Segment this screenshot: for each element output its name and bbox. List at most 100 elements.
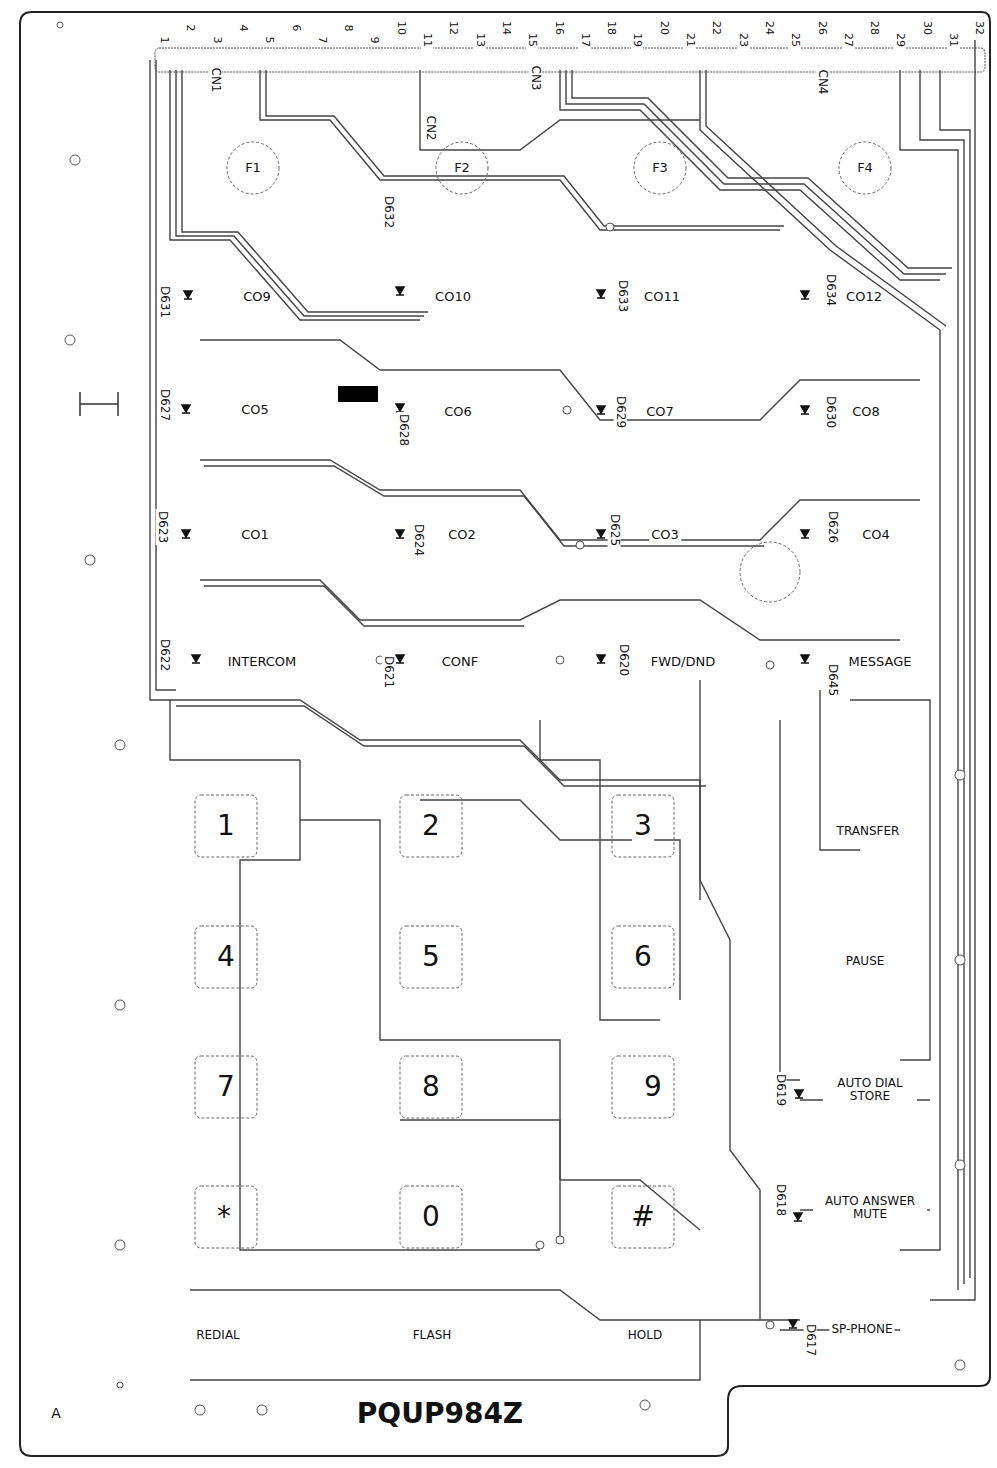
pcb-label: 2 [420, 811, 442, 842]
connector-pads [155, 48, 985, 72]
pcb-label: D633 [615, 278, 628, 314]
pin-number: 13 [474, 31, 486, 49]
pcb-label: AUTO DIAL STORE [823, 1077, 917, 1103]
pcb-label: 0 [420, 1202, 442, 1233]
pcb-label: CO6 [442, 405, 474, 419]
pcb-label: CO10 [433, 290, 473, 304]
pcb-label: INTERCOM [226, 655, 299, 669]
pcb-label: CONF [440, 655, 481, 669]
pin-number: 25 [789, 31, 801, 49]
pcb-label: PQUP984Z [355, 1399, 525, 1430]
pcb-label: 7 [215, 1072, 237, 1103]
pin-number: 8 [342, 23, 354, 34]
pin-number: 16 [552, 19, 564, 37]
pcb-label: CO9 [241, 290, 273, 304]
pcb-label: 4 [215, 942, 237, 973]
pcb-label: CN1 [208, 66, 221, 95]
pcb-label: D622 [157, 637, 170, 673]
pcb-label: D625 [607, 512, 620, 548]
pcb-label: CO11 [642, 290, 682, 304]
pcb-label: F2 [452, 161, 472, 175]
pcb-label: D621 [381, 654, 394, 690]
pcb-label: D619 [773, 1072, 786, 1108]
pcb-label: D626 [825, 509, 838, 545]
pcb-label: 8 [420, 1072, 442, 1103]
pcb-label: D631 [157, 284, 170, 320]
pcb-label: # [629, 1202, 656, 1233]
pin-number: 29 [894, 31, 906, 49]
pcb-label: FWD/DND [649, 655, 717, 669]
pcb-label: AUTO ANSWER MUTE [813, 1195, 927, 1221]
pcb-label: CN3 [528, 64, 541, 93]
pcb-label: D645 [825, 662, 838, 698]
pcb-label: D632 [381, 194, 394, 230]
pcb-label: CO12 [844, 290, 884, 304]
pcb-label: D630 [823, 394, 836, 430]
pcb-label: CO4 [860, 528, 892, 542]
pin-number: 15 [526, 31, 538, 49]
pin-number: 14 [500, 19, 512, 37]
pin-number: 23 [737, 31, 749, 49]
pcb-label: D634 [823, 272, 836, 308]
pcb-label: FLASH [411, 1329, 454, 1342]
pin-number: 27 [842, 31, 854, 49]
pcb-label: D617 [803, 1322, 816, 1358]
pcb-label: 5 [420, 942, 442, 973]
pcb-label: * [215, 1202, 233, 1233]
key-contact-pads [195, 142, 891, 1248]
pcb-label: 3 [632, 811, 654, 842]
pcb-label: CO3 [649, 528, 681, 542]
pin-number: 7 [316, 35, 328, 46]
pin-number: 11 [421, 31, 433, 49]
pin-number: 6 [289, 23, 301, 34]
pcb-label: HOLD [626, 1329, 664, 1342]
pin-number: 24 [763, 19, 775, 37]
board-outline [20, 12, 990, 1456]
pin-number: 19 [631, 31, 643, 49]
pcb-label: D628 [396, 412, 409, 448]
pin-number: 12 [447, 19, 459, 37]
pin-number: 2 [184, 23, 196, 34]
pin-number: 4 [237, 23, 249, 34]
pcb-label: SP-PHONE [829, 1323, 894, 1336]
pcb-label: CO7 [644, 405, 676, 419]
pin-number: 20 [658, 19, 670, 37]
pin-number: 22 [710, 19, 722, 37]
pin-number: 3 [211, 35, 223, 46]
pin-number: 31 [947, 31, 959, 49]
diode-symbols [182, 287, 809, 1328]
pcb-label: PAUSE [844, 955, 887, 968]
pcb-label: CO8 [850, 405, 882, 419]
pin-number: 5 [263, 35, 275, 46]
pcb-label: CN2 [423, 114, 436, 143]
pin-number: 32 [973, 19, 985, 37]
pin-number: 30 [921, 19, 933, 37]
test-point-symbol [80, 392, 118, 416]
pcb-label: 1 [215, 811, 237, 842]
pin-number: 17 [579, 31, 591, 49]
pcb-label: 6 [632, 942, 654, 973]
pcb-label: D620 [616, 642, 629, 678]
pin-number: 21 [684, 31, 696, 49]
pcb-label: CO1 [239, 528, 271, 542]
pcb-label: CN4 [815, 68, 828, 97]
pcb-label: CO5 [239, 403, 271, 417]
pcb-label: A [49, 1406, 63, 1421]
pin-number: 9 [368, 35, 380, 46]
pcb-label: F3 [650, 161, 670, 175]
pcb-label: D624 [411, 522, 424, 558]
pcb-label: D618 [773, 1182, 786, 1218]
pcb-label: D623 [155, 509, 168, 545]
black-marker [338, 386, 378, 402]
via-holes [57, 22, 965, 1415]
pin-number: 1 [158, 35, 170, 46]
pcb-label: MESSAGE [846, 655, 913, 669]
pin-number: 10 [395, 19, 407, 37]
pcb-label: CO2 [446, 528, 478, 542]
pin-number: 18 [605, 19, 617, 37]
pcb-label: REDIAL [194, 1329, 242, 1342]
pcb-label: D627 [157, 387, 170, 423]
copper-traces [150, 40, 975, 1380]
